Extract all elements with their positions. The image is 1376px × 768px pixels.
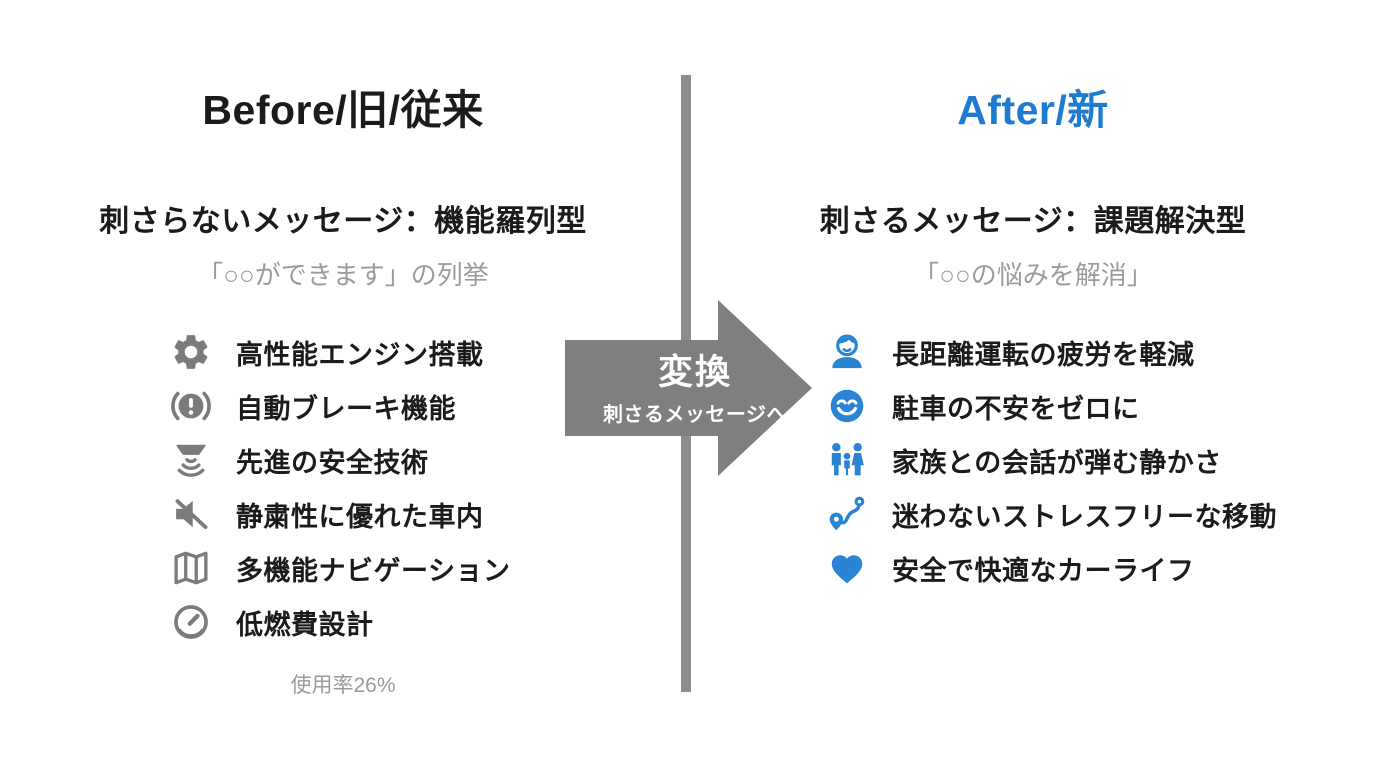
list-item: 静粛性に優れた車内 [170,487,686,541]
smile-icon [826,385,868,427]
before-panel: Before/旧/従来 刺さらないメッセージ：機能羅列型 「○○ができます」の列… [0,0,686,768]
after-title: After/新 [957,87,1109,133]
item-label: 先進の安全技術 [236,447,429,478]
item-label: 長距離運転の疲労を軽減 [892,339,1195,370]
list-item: 多機能ナビゲーション [170,541,686,595]
arrow-label: 変換 [657,353,732,392]
list-item: 安全で快適なカーライフ [826,541,1376,595]
item-label: 静粛性に優れた車内 [236,501,484,532]
arrow-caption: 変換 刺さるメッセージへ [580,353,810,427]
usage-rate-note: 使用率26% [290,674,396,698]
gear-icon [170,331,212,373]
sensor-icon [170,439,212,481]
item-label: 多機能ナビゲーション [236,555,511,586]
transform-arrow: 変換 刺さるメッセージへ [565,299,815,479]
mute-icon [170,493,212,535]
before-title: Before/旧/従来 [202,87,484,133]
before-subtitle: 刺さらないメッセージ：機能羅列型 [99,205,587,239]
item-label: 駐車の不安をゼロに [892,393,1140,424]
list-item: 迷わないストレスフリーな移動 [826,487,1376,541]
list-item: 自動ブレーキ機能 [170,379,686,433]
after-panel: After/新 刺さるメッセージ：課題解決型 「○○の悩みを解消」 長距離運転の… [690,0,1376,768]
route-icon [826,493,868,535]
heart-icon [826,547,868,589]
gauge-icon [170,601,212,643]
before-note: 「○○ができます」の列挙 [197,260,489,291]
list-item: 高性能エンジン搭載 [170,325,686,379]
right-arrow-icon [565,300,812,476]
list-item: 低燃費設計 [170,595,686,649]
driver-icon [826,331,868,373]
list-item: 長距離運転の疲労を軽減 [826,325,1376,379]
list-item: 先進の安全技術 [170,433,686,487]
after-subtitle: 刺さるメッセージ：課題解決型 [819,205,1247,239]
map-icon [170,547,212,589]
brake-warning-icon [170,385,212,427]
before-feature-list: 高性能エンジン搭載 自動ブレーキ機能 先進の安全技術 静粛性に優れた車内 [0,325,686,649]
item-label: 家族との会話が弾む静かさ [892,447,1222,478]
list-item: 家族との会話が弾む静かさ [826,433,1376,487]
family-icon [826,439,868,481]
item-label: 自動ブレーキ機能 [236,393,456,424]
item-label: 迷わないストレスフリーな移動 [892,501,1277,532]
item-label: 高性能エンジン搭載 [236,339,484,370]
after-note: 「○○の悩みを解消」 [913,260,1153,291]
item-label: 低燃費設計 [236,609,374,640]
arrow-sublabel: 刺さるメッセージへ [602,404,788,427]
after-benefit-list: 長距離運転の疲労を軽減 駐車の不安をゼロに 家族との会話が弾む静かさ 迷わないス… [690,325,1376,595]
item-label: 安全で快適なカーライフ [892,555,1195,586]
list-item: 駐車の不安をゼロに [826,379,1376,433]
